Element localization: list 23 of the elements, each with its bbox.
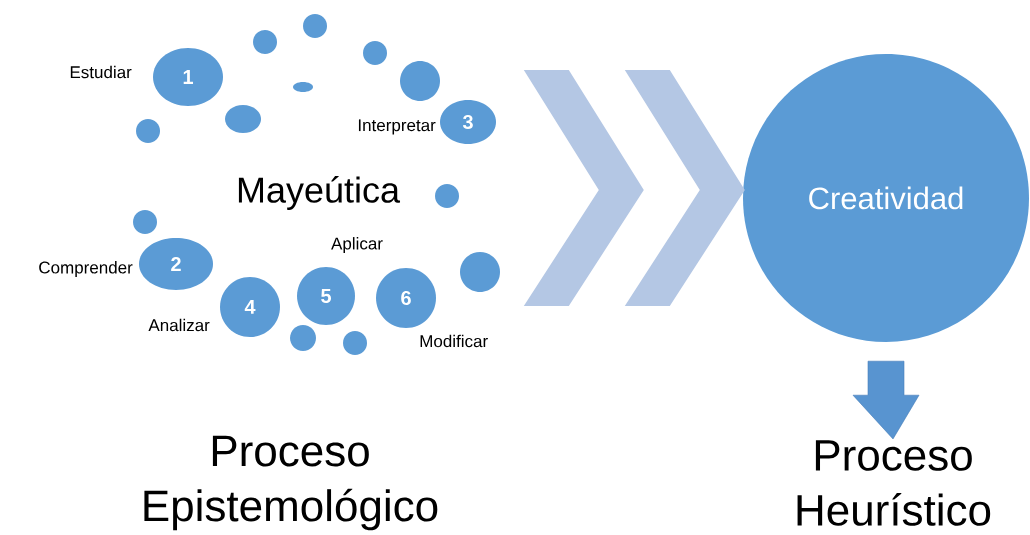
bubble xyxy=(253,30,277,54)
step-label: Modificar xyxy=(420,334,488,348)
block-arrow xyxy=(852,360,920,440)
bubble xyxy=(136,119,160,143)
bubble xyxy=(460,252,500,292)
bubble xyxy=(133,210,157,234)
bubble xyxy=(303,14,327,38)
bubble xyxy=(343,331,367,355)
bubble xyxy=(290,325,316,351)
step-label: Aplicar xyxy=(331,237,383,253)
step-label: Analizar xyxy=(148,318,210,332)
bubble xyxy=(363,41,387,65)
step-label: Comprender xyxy=(39,261,133,277)
chevron-arrow xyxy=(523,70,745,306)
caption-text: Proceso Heurístico xyxy=(797,440,991,526)
bubble xyxy=(225,105,261,133)
bubble xyxy=(293,82,313,92)
bubble xyxy=(435,184,459,208)
step-label: Interpretar xyxy=(358,119,436,135)
heading-text: Mayeútica xyxy=(238,176,400,210)
bubble xyxy=(400,61,440,101)
step-label: Estudiar xyxy=(70,65,132,79)
caption-text: Proceso Epistemológico xyxy=(144,435,438,531)
